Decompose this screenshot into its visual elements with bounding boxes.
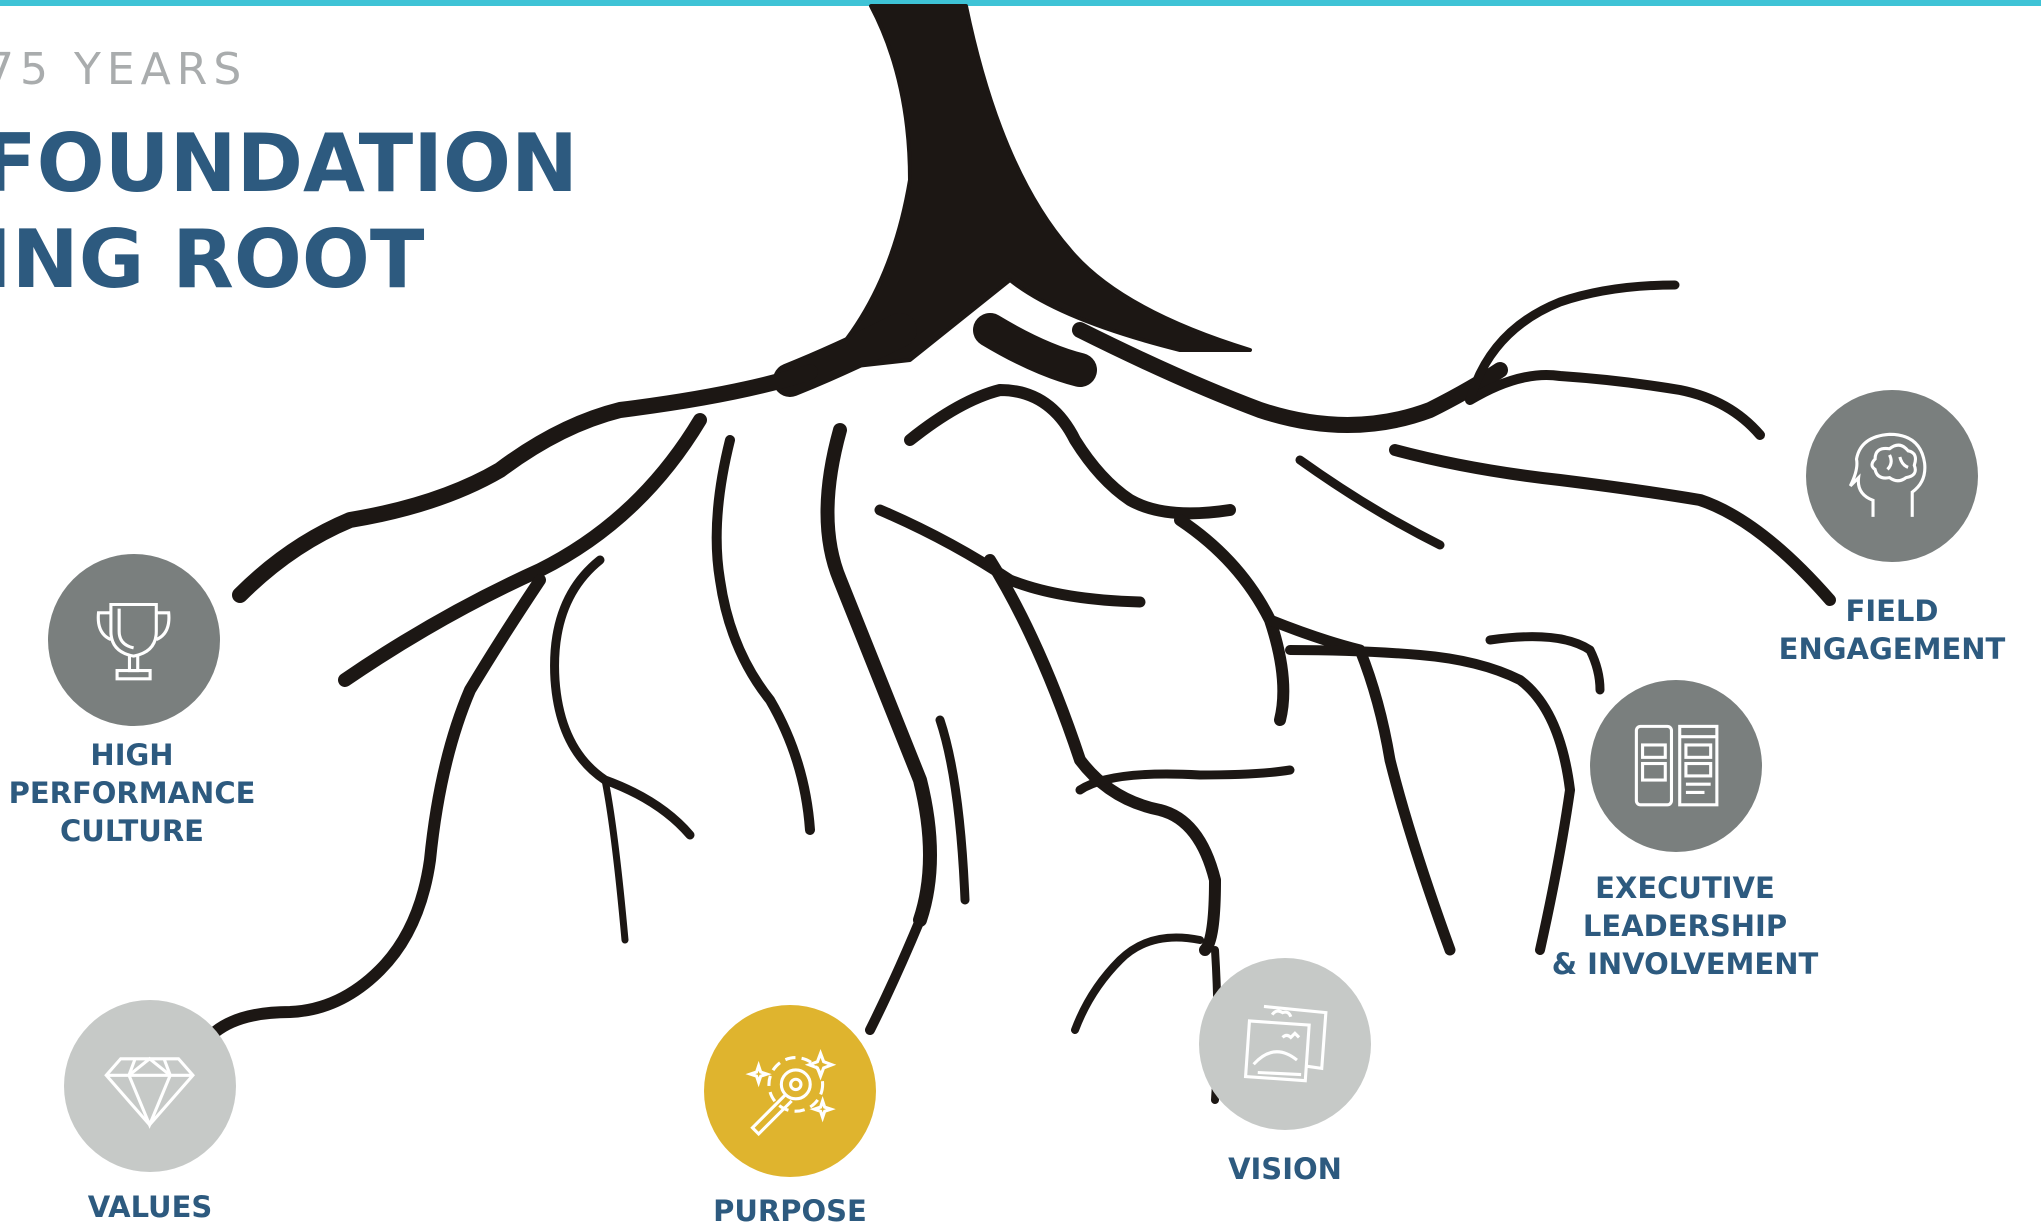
culture-label-line: CULTURE: [60, 814, 204, 848]
target-sparkle-icon: [745, 1049, 837, 1137]
values-label: VALUES: [50, 1188, 250, 1226]
values-node[interactable]: [64, 1000, 236, 1172]
culture-label-line: HIGH: [90, 738, 174, 772]
purpose-label: PURPOSE: [690, 1192, 890, 1230]
eyebrow-text: 75 YEARS: [0, 44, 248, 95]
trophy-icon: [97, 603, 171, 681]
vision-node[interactable]: [1199, 958, 1371, 1130]
culture-node[interactable]: [48, 554, 220, 726]
field-node[interactable]: [1806, 390, 1978, 562]
field-label: FIELD ENGAGEMENT: [1742, 592, 2041, 668]
field-label-line: ENGAGEMENT: [1778, 632, 2006, 666]
culture-label: HIGH PERFORMANCE CULTURE: [0, 736, 270, 850]
executive-label-line: LEADERSHIP: [1582, 909, 1788, 943]
culture-label-line: PERFORMANCE: [8, 776, 256, 810]
brain-head-icon: [1849, 433, 1927, 518]
executive-label-line: & INVOLVEMENT: [1551, 947, 1819, 981]
title-line-1: FOUNDATION: [0, 117, 578, 210]
field-label-line: FIELD: [1845, 594, 1939, 628]
values-label-line: VALUES: [87, 1190, 213, 1224]
landscape-pictures-icon: [1244, 1005, 1328, 1083]
vision-label-line: VISION: [1228, 1152, 1342, 1186]
executive-label: EXECUTIVE LEADERSHIP & INVOLVEMENT: [1535, 869, 1835, 983]
vision-label: VISION: [1185, 1150, 1385, 1188]
diamond-icon: [104, 1057, 196, 1130]
page-title: FOUNDATION ING ROOT: [0, 116, 578, 308]
title-line-2: ING ROOT: [0, 213, 425, 306]
devices-layout-icon: [1635, 725, 1719, 807]
executive-node[interactable]: [1590, 680, 1762, 852]
purpose-node[interactable]: [704, 1005, 876, 1177]
executive-label-line: EXECUTIVE: [1595, 871, 1775, 905]
purpose-label-line: PURPOSE: [713, 1194, 867, 1228]
top-accent-rule: [0, 0, 2041, 6]
